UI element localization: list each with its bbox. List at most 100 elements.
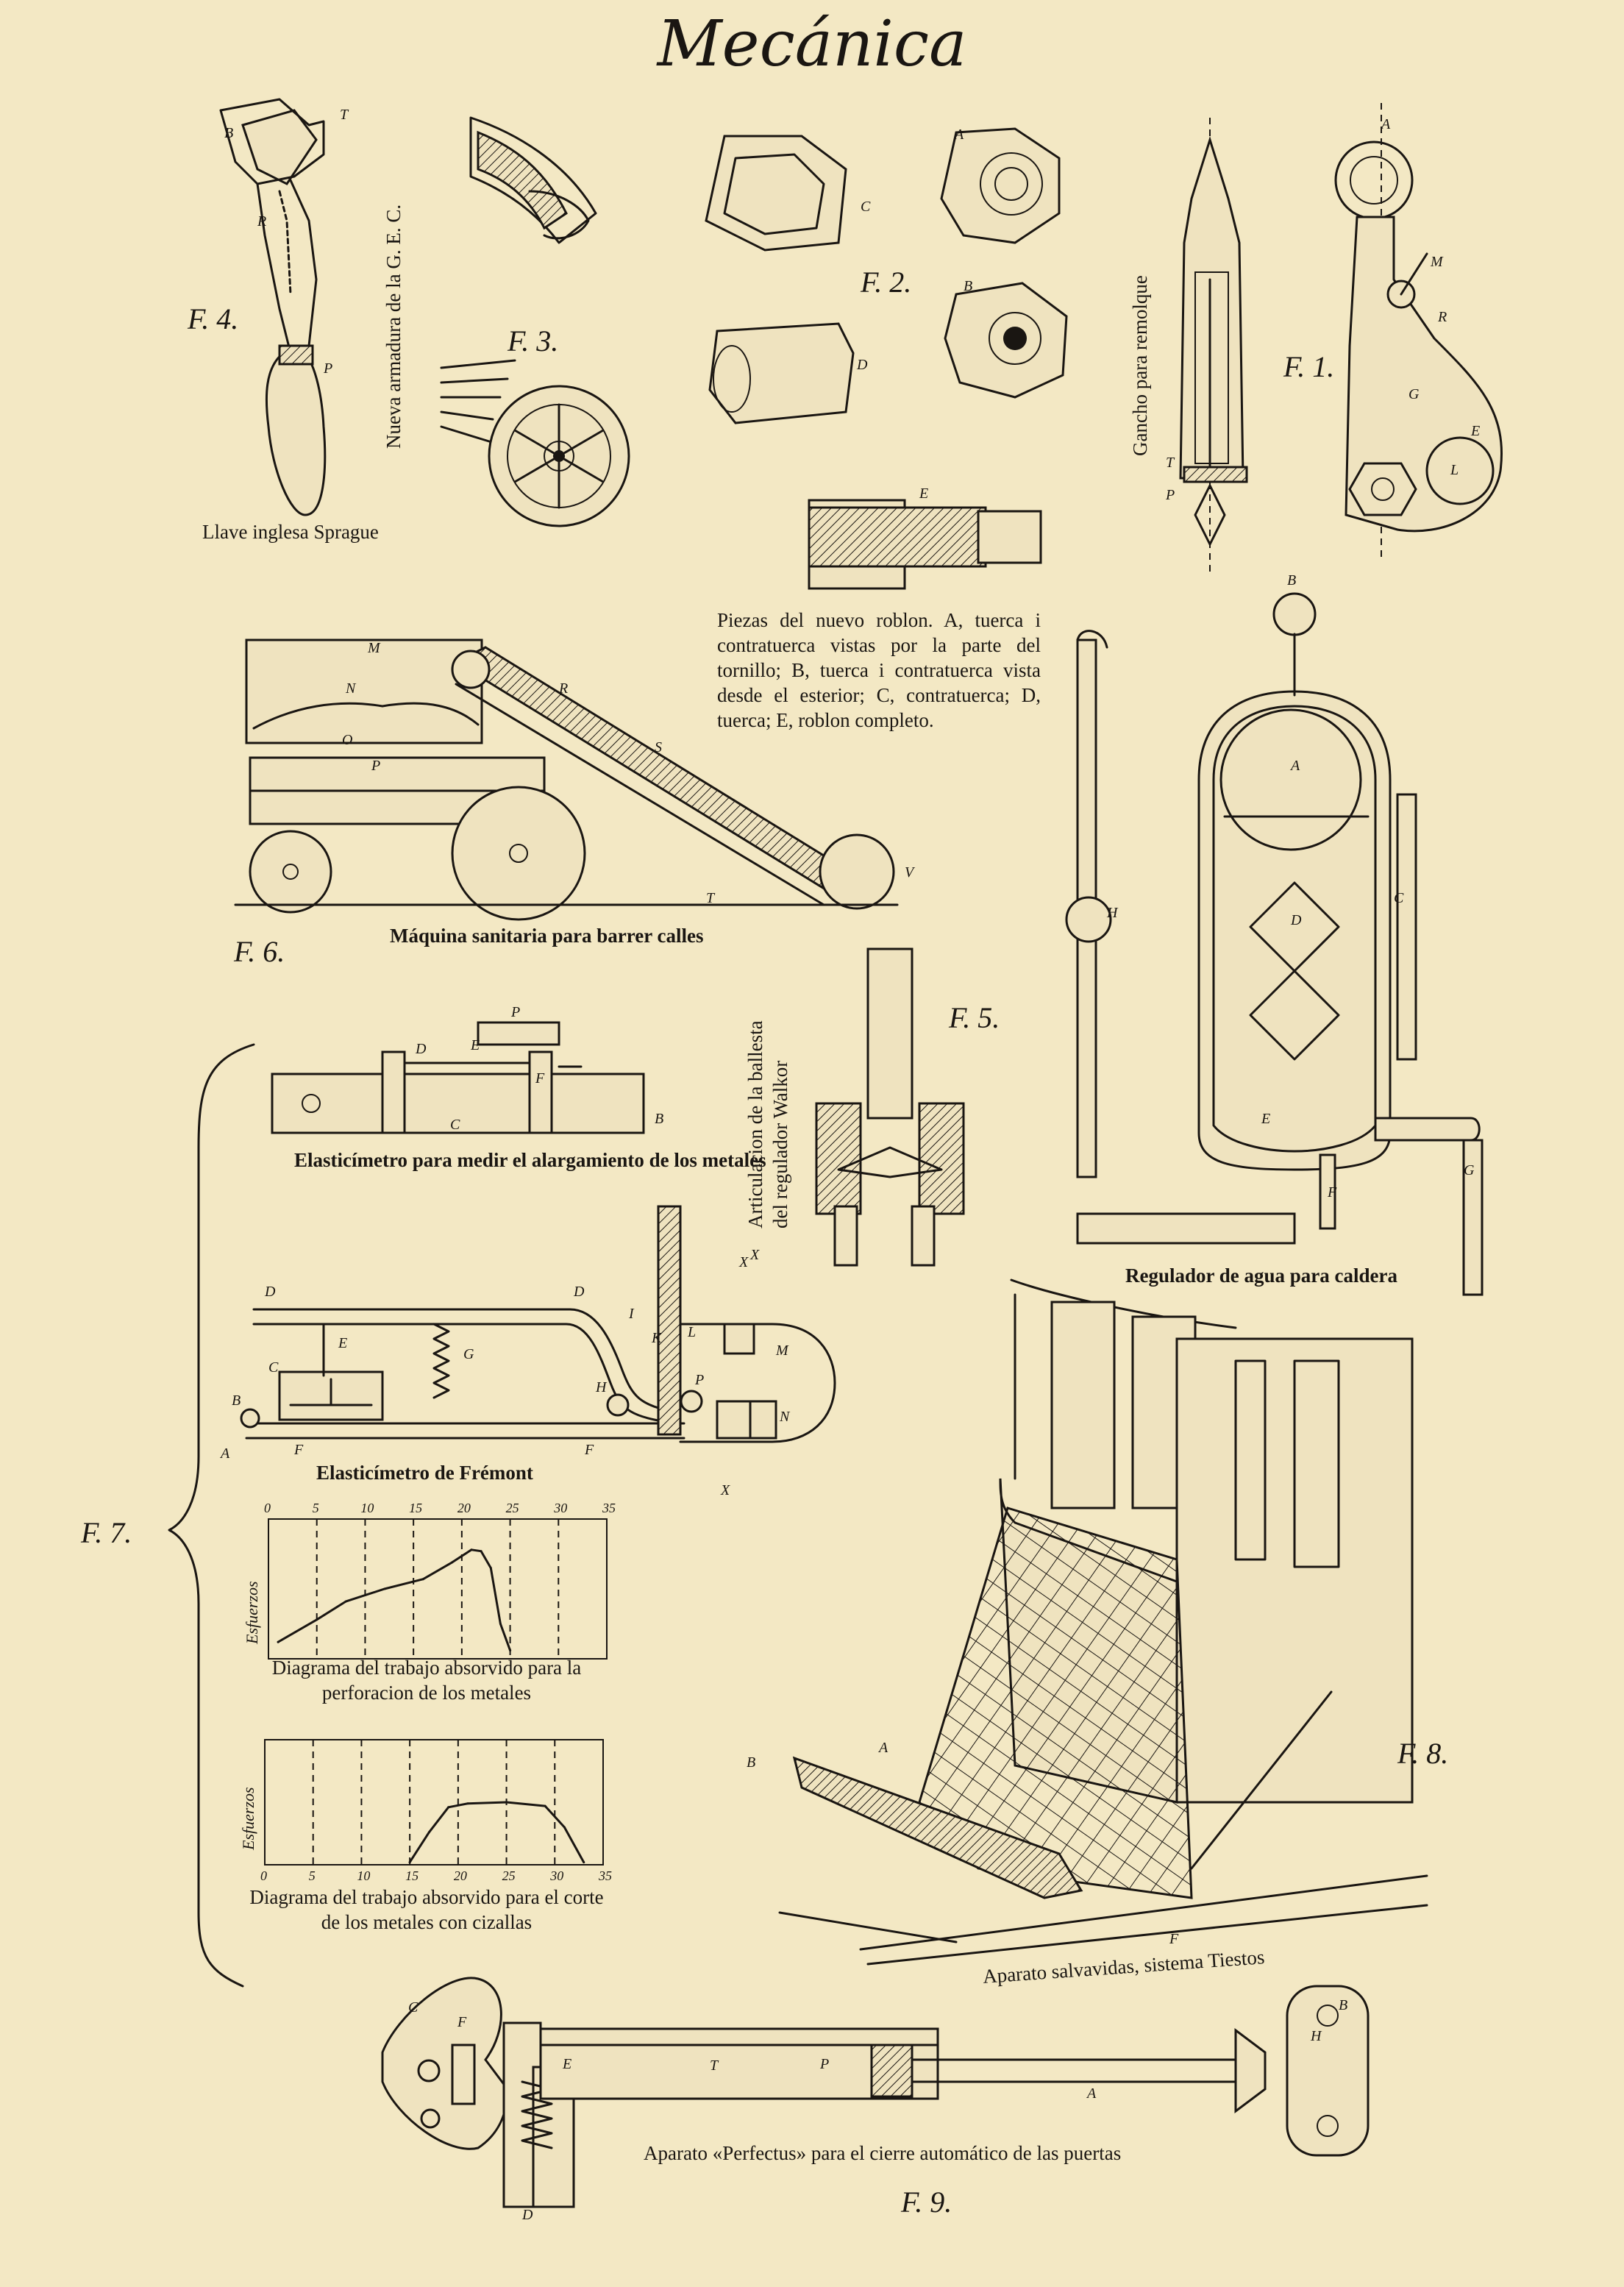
f1-part-m: M xyxy=(1431,254,1443,270)
f4-part-t: T xyxy=(340,107,349,123)
chart-x-tick-label: 30 xyxy=(550,1868,564,1883)
figure-9-caption: Aparato «Perfectus» para el cierre autom… xyxy=(644,2142,1122,2164)
elast2-part-m: M xyxy=(776,1342,788,1359)
chart-x-tick-label: 20 xyxy=(453,1868,467,1883)
chart-data-point xyxy=(344,1600,347,1603)
f9-part-p: P xyxy=(820,2056,830,2072)
chart-data-point xyxy=(470,1548,473,1551)
armature-drawing xyxy=(440,116,630,527)
figure-5-label: F. 5. xyxy=(949,1001,1000,1034)
chart-frame xyxy=(264,1739,604,1865)
boiler-part-g: G xyxy=(1464,1162,1475,1178)
elast1-part-b: B xyxy=(655,1111,664,1127)
chart-x-tick-label: 35 xyxy=(599,1868,612,1883)
elast2-part-n: N xyxy=(780,1409,790,1425)
figure-8-label: F. 8. xyxy=(1397,1737,1449,1770)
elast2-part-x1: X xyxy=(750,1247,760,1263)
boiler-part-b: B xyxy=(1287,572,1297,588)
figure-2-caption: Piezas del nuevo roblon. A, tuerca i con… xyxy=(717,609,1041,731)
chart-x-tick-label: 30 xyxy=(554,1501,568,1515)
page-title: Mecánica xyxy=(657,7,967,81)
chart-x-tick-label: 5 xyxy=(308,1868,316,1883)
chart-data-point xyxy=(544,1804,546,1807)
f4-part-b: B xyxy=(224,125,234,141)
elast1-part-e: E xyxy=(471,1037,480,1053)
f9-part-b: B xyxy=(1339,1997,1348,2013)
chart-frame xyxy=(268,1518,608,1660)
chart-x-tick-label: 25 xyxy=(505,1501,519,1515)
figure-9-label: F. 9. xyxy=(901,2185,952,2219)
chart-x-tick-label: 10 xyxy=(357,1868,371,1883)
f1-part-l: L xyxy=(1450,462,1459,478)
f6-part-p: P xyxy=(371,758,381,774)
chart-data-point xyxy=(563,1826,566,1829)
elast2-part-p: P xyxy=(695,1372,705,1388)
chart-shear-cut xyxy=(264,1739,604,1865)
boiler-part-e: E xyxy=(1261,1111,1271,1127)
elasticimeter-1-caption: Elasticímetro para medir el alargamiento… xyxy=(294,1149,766,1171)
figure-1-label: F. 1. xyxy=(1283,350,1335,383)
boiler-regulator-drawing xyxy=(1065,592,1484,1296)
f1-part-t: T xyxy=(1166,455,1175,471)
f2-part-d: D xyxy=(857,357,868,373)
f2-part-c: C xyxy=(861,199,871,215)
f1-part-p: P xyxy=(1166,487,1175,503)
boiler-part-d: D xyxy=(1291,912,1302,928)
chart-perforation-ylabel: Esfuerzos xyxy=(243,1581,261,1644)
f9-part-f: F xyxy=(457,2014,467,2030)
chart-x-tick-label: 15 xyxy=(409,1501,423,1515)
f9-part-t: T xyxy=(710,2057,719,2074)
f6-part-s: S xyxy=(655,739,662,755)
boiler-part-f: F xyxy=(1328,1184,1337,1201)
chart-data-point xyxy=(480,1550,482,1553)
chart-x-tick-label: 10 xyxy=(360,1501,374,1515)
figure-3-caption: Nueva armadura de la G. E. C. xyxy=(382,204,405,449)
f2-part-a: A xyxy=(955,127,964,143)
f9-part-d: D xyxy=(522,2207,533,2223)
chart-x-tick-label: 20 xyxy=(457,1501,471,1515)
elast2-part-x2: X xyxy=(721,1482,730,1498)
elast2-part-f2: F xyxy=(585,1442,594,1458)
f4-part-r: R xyxy=(257,213,267,230)
tow-hook-drawing xyxy=(1179,103,1503,574)
chart-data-point xyxy=(408,1861,411,1864)
f6-part-t: T xyxy=(706,890,715,906)
elast2-part-k: K xyxy=(652,1330,662,1346)
elast2-part-f1: F xyxy=(294,1442,304,1458)
chart-x-tick-label: 0 xyxy=(264,1501,271,1515)
f1-part-g: G xyxy=(1408,386,1420,402)
elast2-part-d2: D xyxy=(574,1284,585,1300)
f1-part-e: E xyxy=(1471,423,1481,439)
elast1-part-c: C xyxy=(450,1117,460,1133)
elast2-part-h: H xyxy=(596,1379,607,1395)
elast1-part-f: F xyxy=(535,1070,545,1086)
figure-7-label: F. 7. xyxy=(81,1516,132,1549)
figure-1-caption: Gancho para remolque xyxy=(1129,275,1151,456)
elast2-part-a: A xyxy=(221,1445,230,1462)
f2-part-b: B xyxy=(964,278,973,294)
f1-part-a: A xyxy=(1381,116,1391,132)
figure-6-label: F. 6. xyxy=(234,935,285,968)
figure-7-brace xyxy=(168,1043,255,1988)
f9-part-a: A xyxy=(1087,2085,1097,2102)
f9-part-h: H xyxy=(1311,2028,1322,2044)
chart-data-point xyxy=(383,1587,386,1590)
boiler-part-c: C xyxy=(1394,890,1404,906)
f9-part-e: E xyxy=(563,2056,572,2072)
elasticimeter-fremont-drawing xyxy=(240,1205,836,1443)
chart-x-tick-label: 25 xyxy=(502,1868,516,1883)
f2-part-e: E xyxy=(919,486,929,502)
boiler-caption: Regulador de agua para caldera xyxy=(1125,1265,1397,1287)
f6-part-v: V xyxy=(905,864,914,881)
figure-4-label: F. 4. xyxy=(188,302,239,335)
f6-part-r: R xyxy=(559,680,569,697)
chart-x-tick-label: 5 xyxy=(312,1501,319,1515)
f6-part-m: M xyxy=(368,640,380,656)
figure-2-label: F. 2. xyxy=(861,266,912,299)
chart-data-point xyxy=(451,1561,454,1564)
chart-data-point xyxy=(509,1649,512,1652)
elast2-part-d1: D xyxy=(265,1284,276,1300)
f4-part-p: P xyxy=(324,360,333,377)
chart-data-point xyxy=(277,1640,279,1643)
f6-part-o: O xyxy=(342,732,353,748)
